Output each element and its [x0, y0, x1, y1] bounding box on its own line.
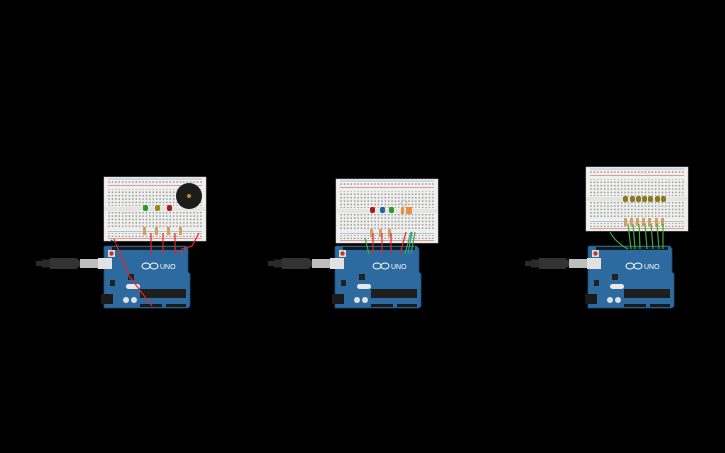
buzzer[interactable]: [176, 183, 202, 209]
resistors[interactable]: [370, 229, 391, 237]
wires[interactable]: [113, 232, 200, 307]
led-blue[interactable]: [380, 207, 385, 213]
resistors[interactable]: [143, 227, 182, 235]
usb-cable[interactable]: [36, 258, 112, 269]
led-red[interactable]: [167, 205, 172, 211]
arduino-uno-board[interactable]: [100, 245, 191, 309]
resistors[interactable]: [624, 218, 664, 226]
led-green[interactable]: [389, 207, 394, 213]
usb-cable[interactable]: [525, 258, 601, 269]
arduino-uno-board[interactable]: [331, 245, 422, 309]
circuit-leds-rgb[interactable]: [266, 176, 446, 311]
circuit-traffic-light-buzzer[interactable]: [34, 176, 214, 311]
wires[interactable]: [609, 223, 664, 250]
led-bar[interactable]: [623, 196, 666, 202]
breadboard[interactable]: [335, 178, 439, 244]
led-green[interactable]: [143, 205, 148, 211]
arduino-uno-board[interactable]: [584, 245, 675, 309]
wires[interactable]: [364, 231, 416, 255]
led-red[interactable]: [370, 207, 375, 213]
rgb-led[interactable]: [400, 199, 412, 214]
led-yellow[interactable]: [155, 205, 160, 211]
usb-cable[interactable]: [268, 258, 344, 269]
circuit-seven-led-bar[interactable]: [523, 166, 708, 311]
